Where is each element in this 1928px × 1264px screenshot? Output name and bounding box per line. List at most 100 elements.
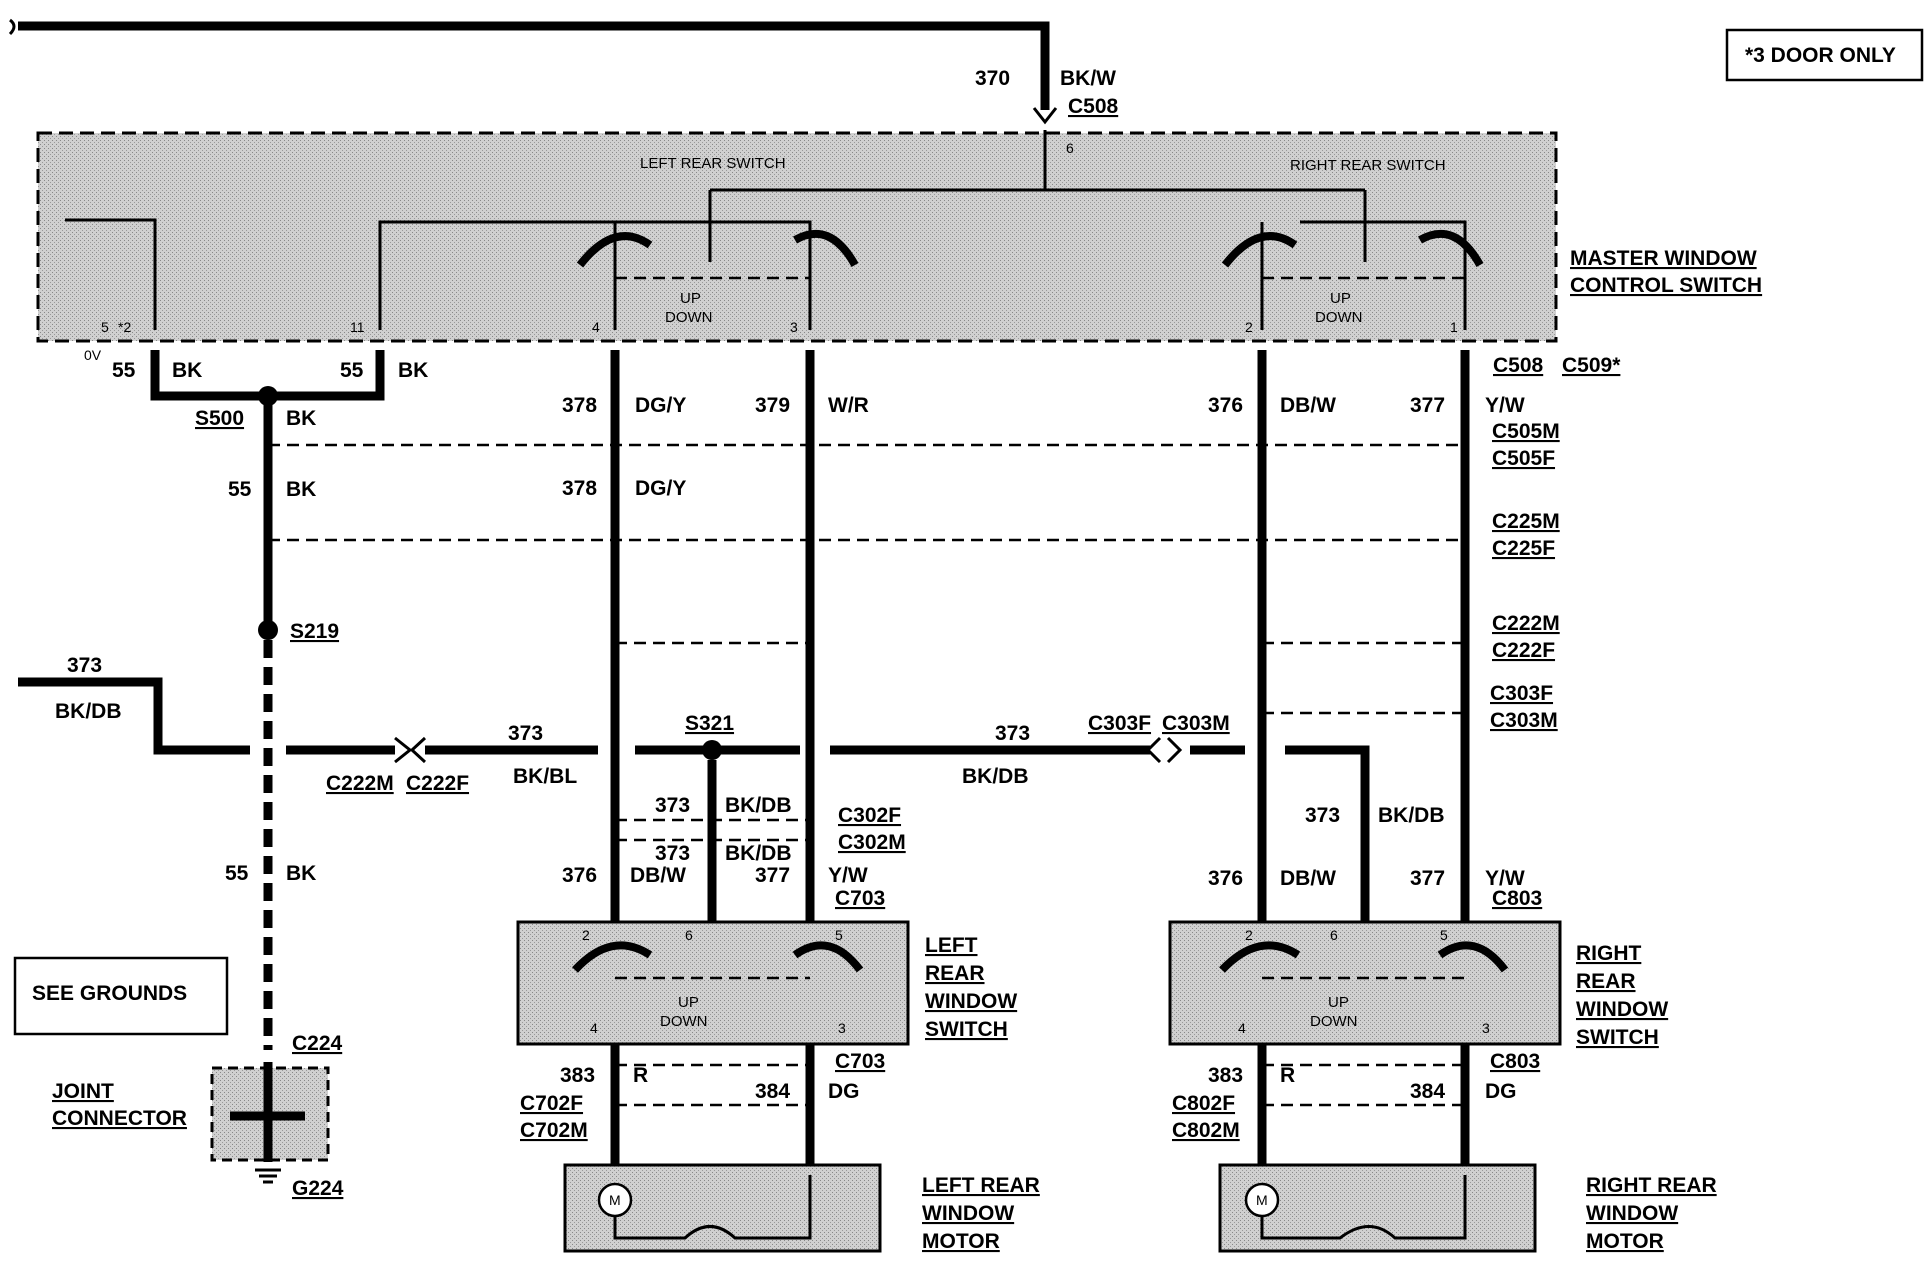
left-rear-window-switch [516,920,910,1046]
voltage-label: 0V [84,347,102,363]
circuit-370-label: 370 [975,67,1010,90]
circuit-377-a: 377 [1410,394,1445,417]
c225f-label: C225F [1492,537,1555,560]
color-bk-b: BK [398,359,428,382]
circuit-379: 379 [755,394,790,417]
s321-label: S321 [685,712,734,735]
master-left-up: UP [680,290,701,307]
circuit-373-c: 373 [995,722,1030,745]
g224-label: G224 [292,1177,344,1200]
splice-s219 [258,620,278,640]
left-motor-symbol: M [609,1192,621,1208]
wire-373-left [18,677,250,755]
circuit-373-e: 373 [655,842,690,865]
circuit-377-b: 377 [755,864,790,887]
master-right-down: DOWN [1315,309,1363,326]
circuit-376-b: 376 [562,864,597,887]
right-motor-label-2: WINDOW [1586,1202,1678,1225]
master-right-up: UP [1330,290,1351,307]
circuit-384-b: 384 [1410,1080,1445,1103]
c802m-label: C802M [1172,1119,1240,1142]
see-grounds-box [13,956,229,1036]
right-switch-label-4: SWITCH [1576,1026,1659,1049]
color-bk-a: BK [172,359,202,382]
c303f-label: C303F [1490,682,1553,705]
circuit-55-b: 55 [340,359,364,382]
c703-top-label: C703 [835,887,885,910]
c222m-right-label: C222M [1492,612,1560,635]
color-bkw-label: BK/W [1060,67,1116,90]
s500-label: S500 [195,407,244,430]
circuit-384-a: 384 [755,1080,790,1103]
left-switch-down: DOWN [660,1013,708,1030]
left-switch-up: UP [678,994,699,1011]
right-switch-rocker-icon [1219,941,1509,973]
right-rear-rocker-icon [1221,229,1484,268]
ground-icon [255,1168,281,1184]
see-grounds-text: SEE GROUNDS [32,982,187,1005]
color-yw-b: Y/W [828,864,868,887]
color-yw-c: Y/W [1485,867,1525,890]
color-dbw-b: DB/W [630,864,686,887]
left-motor-label-1: LEFT REAR [922,1174,1040,1197]
c302m-label: C302M [838,831,906,854]
right-switch-up: UP [1328,994,1349,1011]
master-pin-2: *2 [118,319,131,335]
c509-label: C509* [1562,354,1621,377]
c222f-label: C222F [406,772,469,795]
master-pin-5: 5 [101,319,109,335]
left-switch-pin-2: 2 [582,927,590,943]
c302f-label: C302F [838,804,901,827]
connector-c508-icon [1032,107,1058,125]
master-pin-4: 4 [592,319,600,335]
circuit-373-d: 373 [655,794,690,817]
wire-break-icon [8,18,16,36]
right-motor-symbol: M [1256,1192,1268,1208]
circuit-373-b: 373 [508,722,543,745]
color-dgy-b: DG/Y [635,477,686,500]
splice-s321 [702,740,722,760]
c702m-label: C702M [520,1119,588,1142]
circuit-55-d: 55 [225,862,249,885]
connector-c222-icon [394,736,427,764]
c303m-mid-label: C303M [1162,712,1230,735]
right-switch-pin-6: 6 [1330,927,1338,943]
circuit-373-f: 373 [1305,804,1340,827]
left-rear-rocker-icon [576,229,859,268]
right-rear-switch-label: RIGHT REAR SWITCH [1290,157,1446,174]
color-dbw-c: DB/W [1280,867,1336,890]
note-box [1725,28,1924,82]
color-bkdb-a: BK/DB [55,700,122,723]
master-internal-feed [65,218,1467,330]
c222m-label: C222M [326,772,394,795]
color-bkbl: BK/BL [513,765,577,788]
left-switch-label-2: REAR [925,962,985,985]
wire-373-right [1190,745,1370,930]
motor-connector-lines [615,1063,1465,1107]
circuit-378-b: 378 [562,477,597,500]
c225m-label: C225M [1492,510,1560,533]
master-pin-11: 11 [350,319,365,335]
master-pin-2b: 2 [1245,319,1253,335]
master-left-down: DOWN [665,309,713,326]
feed-wire-370 [18,21,1050,110]
color-yw-a: Y/W [1485,394,1525,417]
right-motor-circuit [1260,1175,1467,1240]
circuit-376-c: 376 [1208,867,1243,890]
joint-connector-bus [230,1062,305,1162]
master-pin-3: 3 [790,319,798,335]
master-switch-label-2: CONTROL SWITCH [1570,274,1762,297]
joint-connector-label-1: JOINT [52,1080,114,1103]
c802f-label: C802F [1172,1092,1235,1115]
master-internal-bus [708,130,1367,262]
connector-c303-icon [1145,736,1183,764]
left-switch-label-4: SWITCH [925,1018,1008,1041]
c508-top-label: C508 [1068,95,1119,118]
left-motor-label-2: WINDOW [922,1202,1014,1225]
connector-dashed-lines [268,443,1465,842]
left-motor-circuit [613,1175,812,1240]
c303f-mid-label: C303F [1088,712,1151,735]
left-switch-pin-3: 3 [838,1020,846,1036]
right-switch-pin-4: 4 [1238,1020,1246,1036]
